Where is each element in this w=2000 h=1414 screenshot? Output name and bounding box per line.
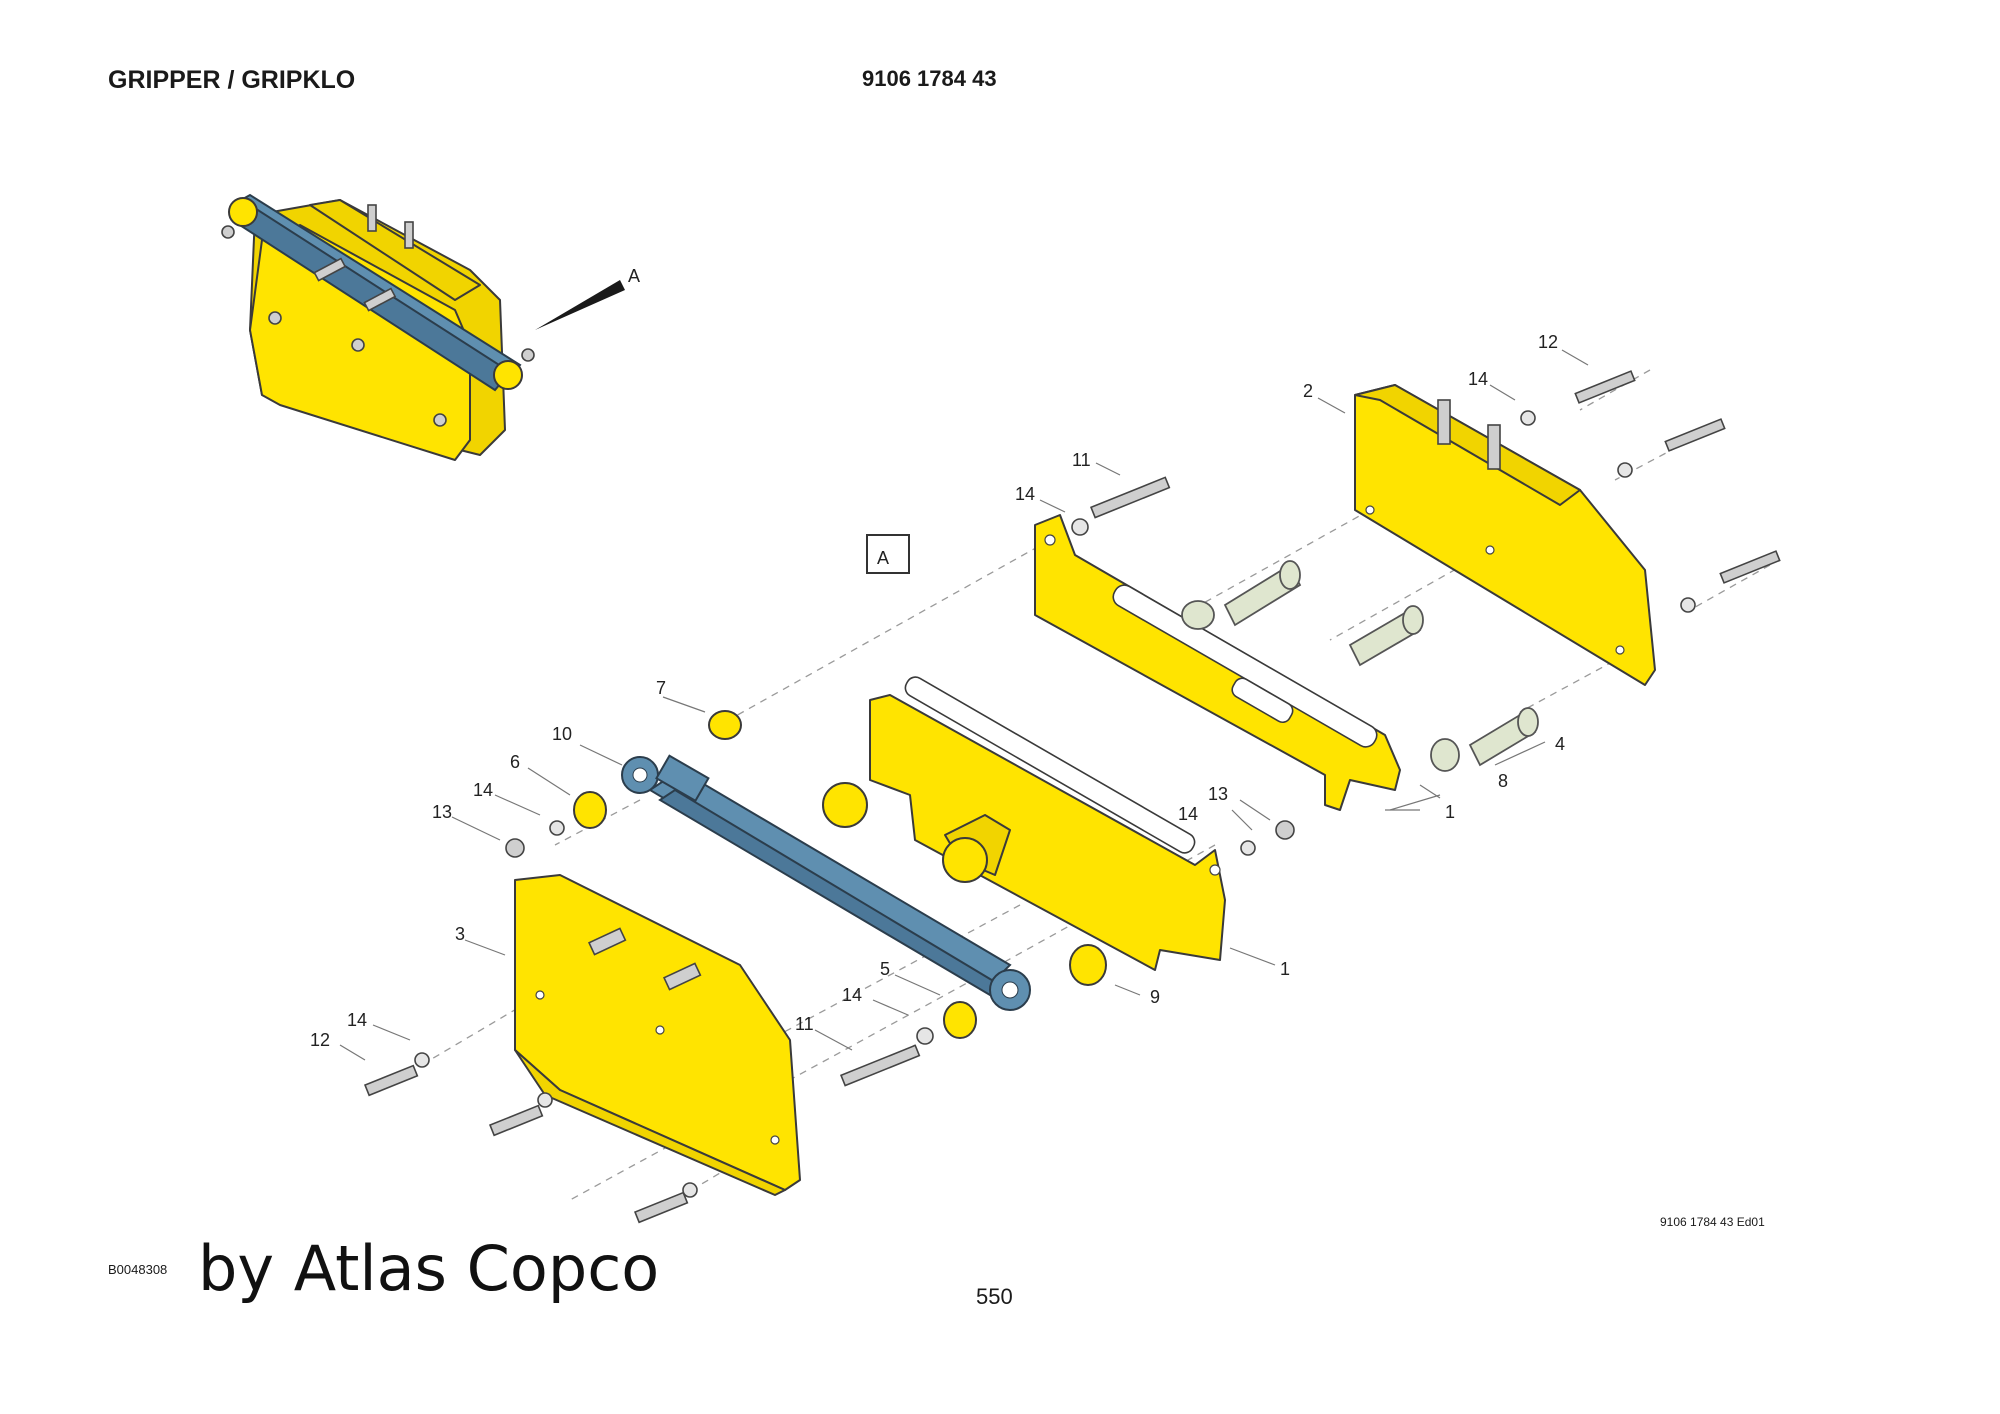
callout-9: 9 xyxy=(1150,987,1160,1007)
view-marker-box xyxy=(866,534,910,574)
callout-1: 1 xyxy=(1280,959,1290,979)
assembled-gripper-overview: A xyxy=(221,193,640,461)
view-marker-boxed-label: A xyxy=(877,548,889,568)
view-marker-label: A xyxy=(628,266,640,286)
callout-6: 6 xyxy=(510,752,520,772)
callout-labels: 11 14 12 14 2 7 10 6 14 13 3 14 12 11 14… xyxy=(310,332,1565,1050)
callout-14: 14 xyxy=(347,1010,367,1030)
callout-11: 11 xyxy=(1072,450,1091,470)
callout-13: 13 xyxy=(1208,784,1228,804)
bushing-part-6 xyxy=(573,791,607,829)
bracket-part-1-upper xyxy=(1034,514,1401,811)
credit-watermark: by Atlas Copco xyxy=(198,1232,660,1305)
pins-part-4 xyxy=(1181,560,1539,772)
callout-2: 2 xyxy=(1303,381,1313,401)
callout-5: 5 xyxy=(880,959,890,979)
callout-4: 4 xyxy=(1555,734,1565,754)
callout-12: 12 xyxy=(310,1030,330,1050)
bushing-part-7 xyxy=(708,710,742,740)
bushing-part-9 xyxy=(1069,944,1107,986)
spacer-part-8 xyxy=(1430,738,1460,772)
callout-14: 14 xyxy=(842,985,862,1005)
callout-leaders xyxy=(339,349,1589,1061)
plate-part-3 xyxy=(514,874,801,1196)
bushings xyxy=(573,710,1107,1039)
callout-13: 13 xyxy=(432,802,452,822)
callout-14: 14 xyxy=(1015,484,1035,504)
callout-12: 12 xyxy=(1538,332,1558,352)
bushing-part-5 xyxy=(943,1001,977,1039)
callout-7: 7 xyxy=(656,678,666,698)
plate-part-2 xyxy=(1354,384,1656,686)
cylinder-part-10 xyxy=(621,754,1031,1011)
callout-14: 14 xyxy=(1178,804,1198,824)
callout-3: 3 xyxy=(455,924,465,944)
page-number: 550 xyxy=(976,1284,1013,1309)
view-arrow-icon xyxy=(535,280,625,330)
page-title: GRIPPER / GRIPKLO xyxy=(108,66,356,94)
edition-code: 9106 1784 43 Ed01 xyxy=(1660,1215,1765,1229)
callout-10: 10 xyxy=(552,724,572,744)
callout-1: 1 xyxy=(1445,802,1455,822)
document-number: 9106 1784 43 xyxy=(862,66,997,91)
callout-14: 14 xyxy=(473,780,493,800)
callout-14: 14 xyxy=(1468,369,1488,389)
callout-8: 8 xyxy=(1498,771,1508,791)
callout-11: 11 xyxy=(795,1014,814,1034)
fasteners xyxy=(363,370,1781,1224)
image-code: B0048308 xyxy=(108,1262,168,1277)
